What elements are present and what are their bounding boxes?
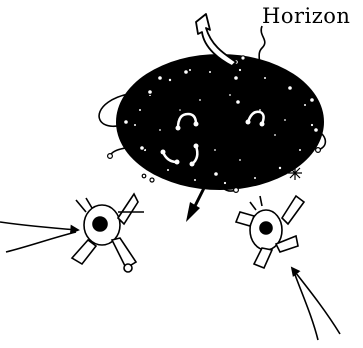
horizon-label: Horizon bbox=[262, 4, 350, 28]
astronaut-left-icon bbox=[72, 194, 144, 272]
astronaut-right-icon bbox=[236, 196, 304, 268]
arrow-to-right-astronaut bbox=[292, 268, 340, 334]
black-hole-icon bbox=[116, 54, 324, 190]
arrow-to-left-astronaut bbox=[0, 222, 78, 230]
